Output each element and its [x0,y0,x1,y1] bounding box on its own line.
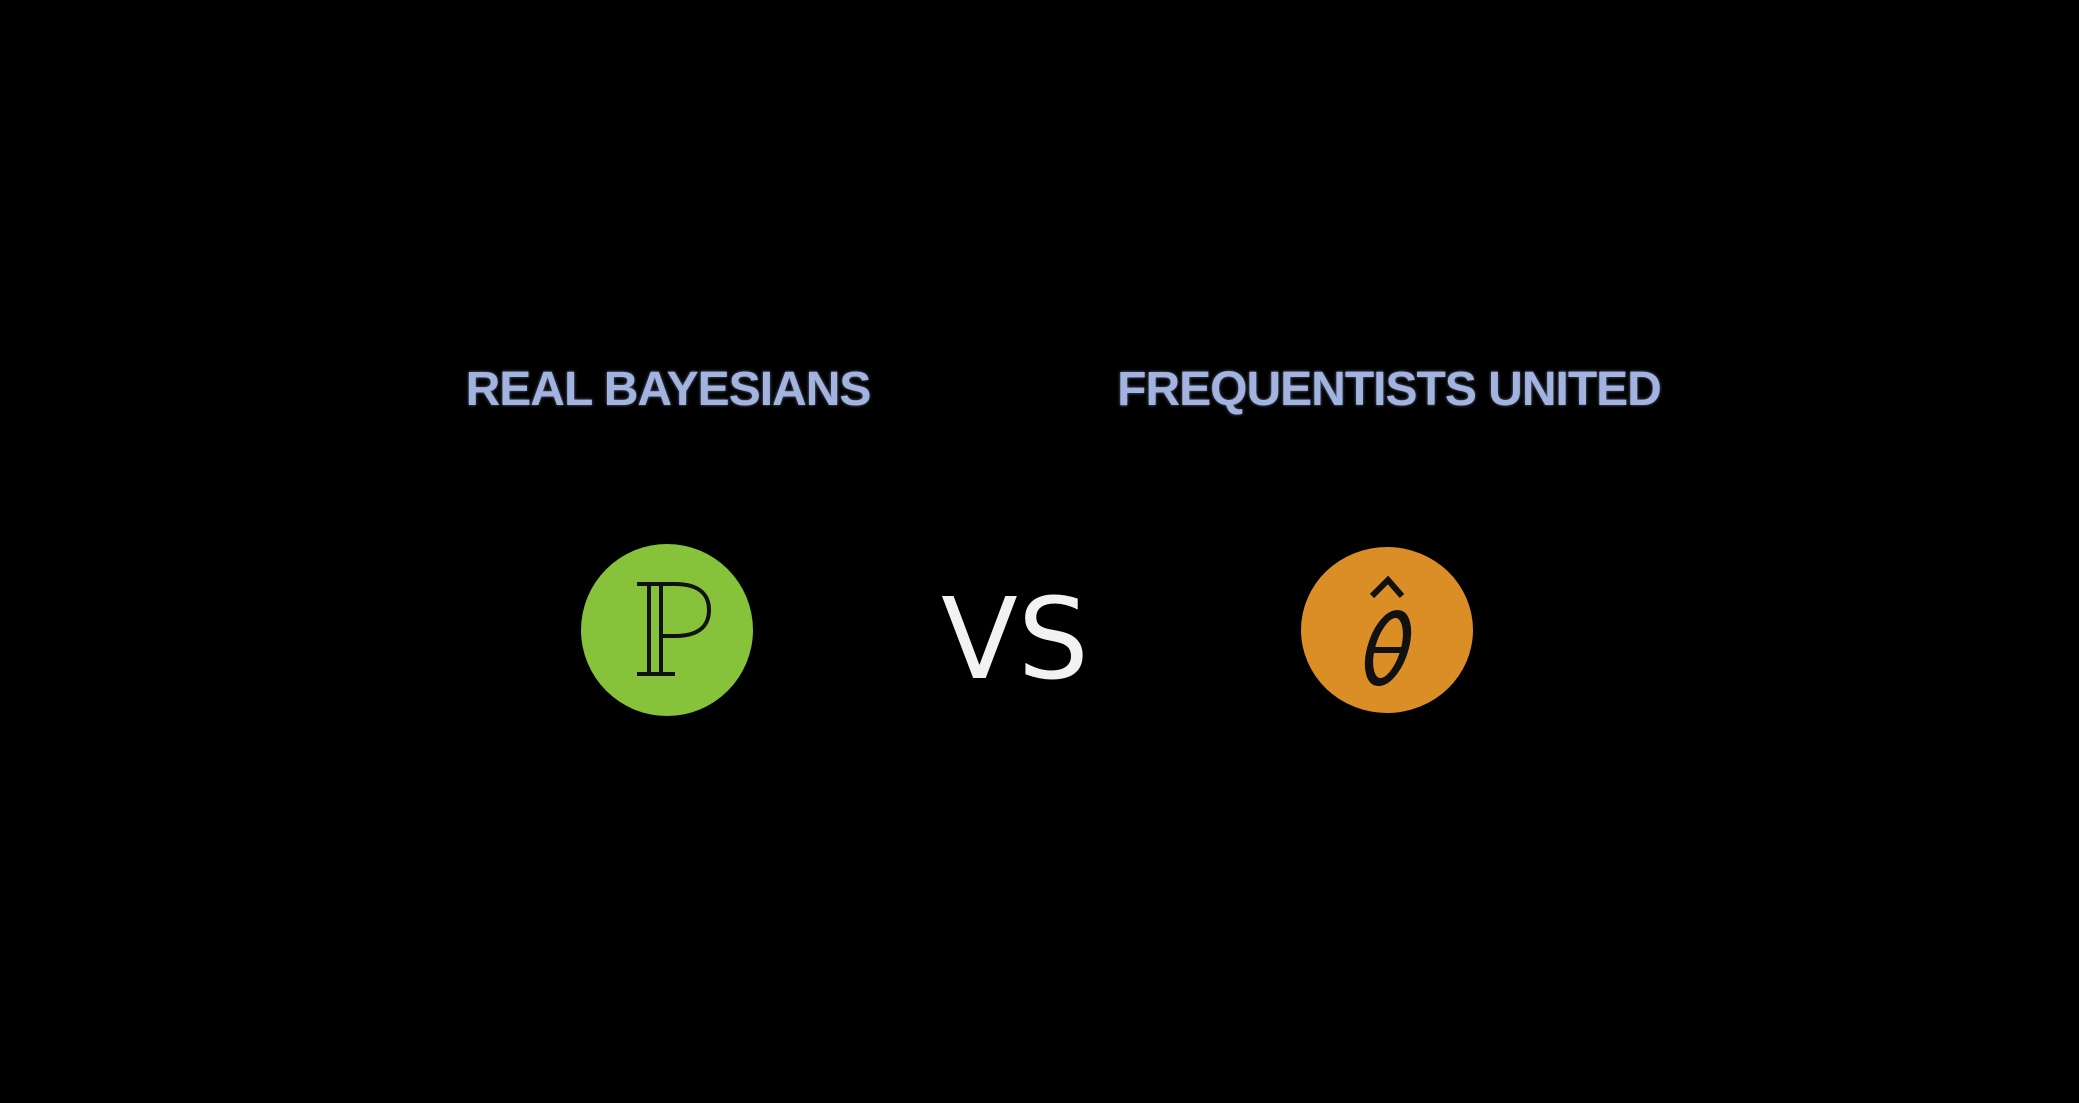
left-team-badge [581,544,753,716]
blackboard-bold-p-icon [637,582,712,676]
versus-label: VS [941,575,1089,705]
left-team-name: REAL BAYESIANS [465,363,872,416]
theta-hat-icon [1364,575,1412,686]
right-team-name: FREQUENTISTS UNITED [1117,363,1662,416]
right-team-badge [1301,547,1473,713]
